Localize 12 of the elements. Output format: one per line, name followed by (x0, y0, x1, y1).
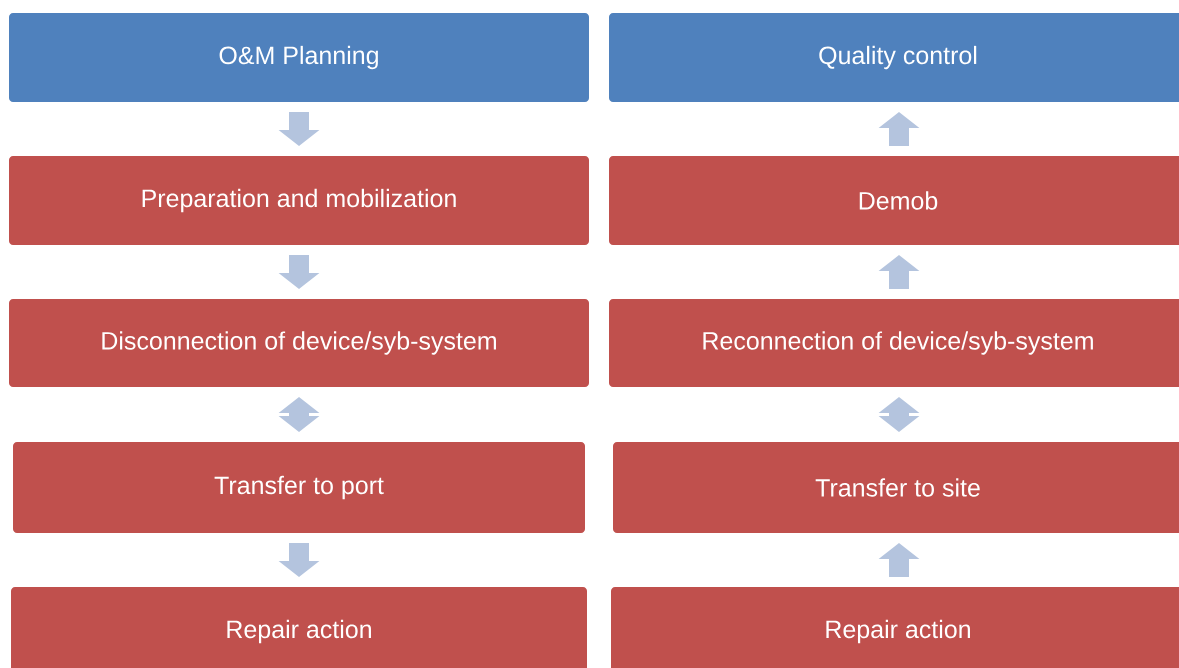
process-box: Disconnection of device/syb-system (9, 299, 589, 387)
process-box: Quality control (609, 13, 1179, 102)
block-arrow (878, 397, 920, 432)
process-box: Preparation and mobilization (9, 156, 589, 245)
process-box: Repair action (611, 587, 1179, 668)
process-box: Demob (609, 156, 1179, 245)
process-box: Transfer to port (13, 442, 585, 533)
process-box: Reconnection of device/syb-system (609, 299, 1179, 387)
process-box: Transfer to site (613, 442, 1179, 533)
process-box: O&M Planning (9, 13, 589, 102)
block-arrow (278, 397, 320, 432)
process-box: Repair action (11, 587, 587, 668)
